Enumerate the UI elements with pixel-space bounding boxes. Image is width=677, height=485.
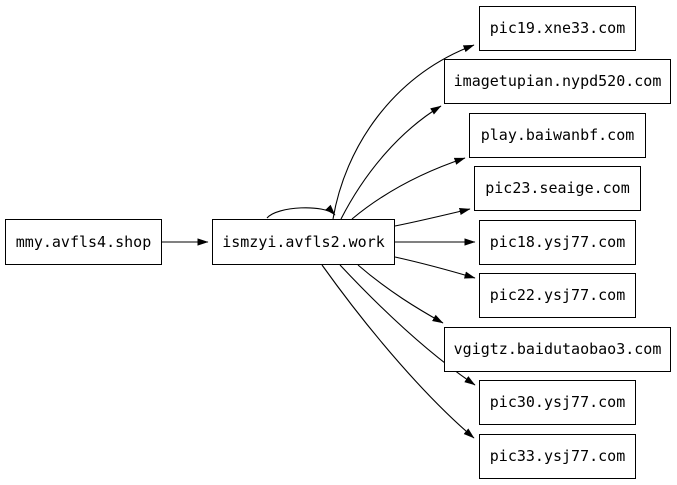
- edge-ismzyi.avfls2.work-to-imagetupian.nypd520.com: [340, 105, 442, 220]
- edge-ismzyi.avfls2.work-to-pic23.seaige.com: [394, 207, 471, 227]
- edge-ismzyi.avfls2.work-to-pic33.ysj77.com: [321, 264, 475, 439]
- node-label: pic19.xne33.com: [489, 19, 626, 37]
- node-label: vgigtz.baidutaobao3.com: [453, 340, 662, 358]
- node-label: mmy.avfls4.shop: [15, 232, 152, 251]
- edge-ismzyi.avfls2.work-to-pic19.xne33.com: [332, 44, 475, 220]
- node-label: pic33.ysj77.com: [489, 447, 626, 465]
- node-vgigtz.baidutaobao3.com: vgigtz.baidutaobao3.com: [444, 327, 671, 372]
- node-label: pic23.seaige.com: [485, 179, 630, 197]
- node-pic23.seaige.com: pic23.seaige.com: [474, 166, 641, 211]
- node-label: ismzyi.avfls2.work: [222, 232, 385, 251]
- node-play.baiwanbf.com: play.baiwanbf.com: [469, 113, 646, 158]
- node-label: pic30.ysj77.com: [489, 393, 626, 411]
- node-pic22.ysj77.com: pic22.ysj77.com: [479, 273, 636, 318]
- node-label: play.baiwanbf.com: [480, 126, 635, 144]
- node-label: imagetupian.nypd520.com: [453, 72, 662, 90]
- node-label: pic18.ysj77.com: [489, 233, 626, 251]
- node-mmy.avfls4.shop: mmy.avfls4.shop: [5, 219, 162, 265]
- edge-ismzyi.avfls2.work-to-pic30.ysj77.com: [339, 264, 476, 386]
- node-label: pic22.ysj77.com: [489, 286, 626, 304]
- edge-ismzyi.avfls2.work-to-play.baiwanbf.com: [351, 157, 466, 220]
- node-pic30.ysj77.com: pic30.ysj77.com: [479, 380, 636, 425]
- edge-ismzyi.avfls2.work-to-vgigtz.baidutaobao3.com: [357, 264, 444, 324]
- edge-ismzyi.avfls2.work-to-ismzyi.avfls2.work: [266, 204, 336, 219]
- node-pic19.xne33.com: pic19.xne33.com: [479, 6, 636, 51]
- node-ismzyi.avfls2.work: ismzyi.avfls2.work: [212, 219, 395, 265]
- edge-ismzyi.avfls2.work-to-pic22.ysj77.com: [394, 256, 476, 279]
- node-pic18.ysj77.com: pic18.ysj77.com: [479, 220, 636, 265]
- node-imagetupian.nypd520.com: imagetupian.nypd520.com: [444, 59, 671, 104]
- node-pic33.ysj77.com: pic33.ysj77.com: [479, 434, 636, 479]
- edge-group: [162, 44, 476, 439]
